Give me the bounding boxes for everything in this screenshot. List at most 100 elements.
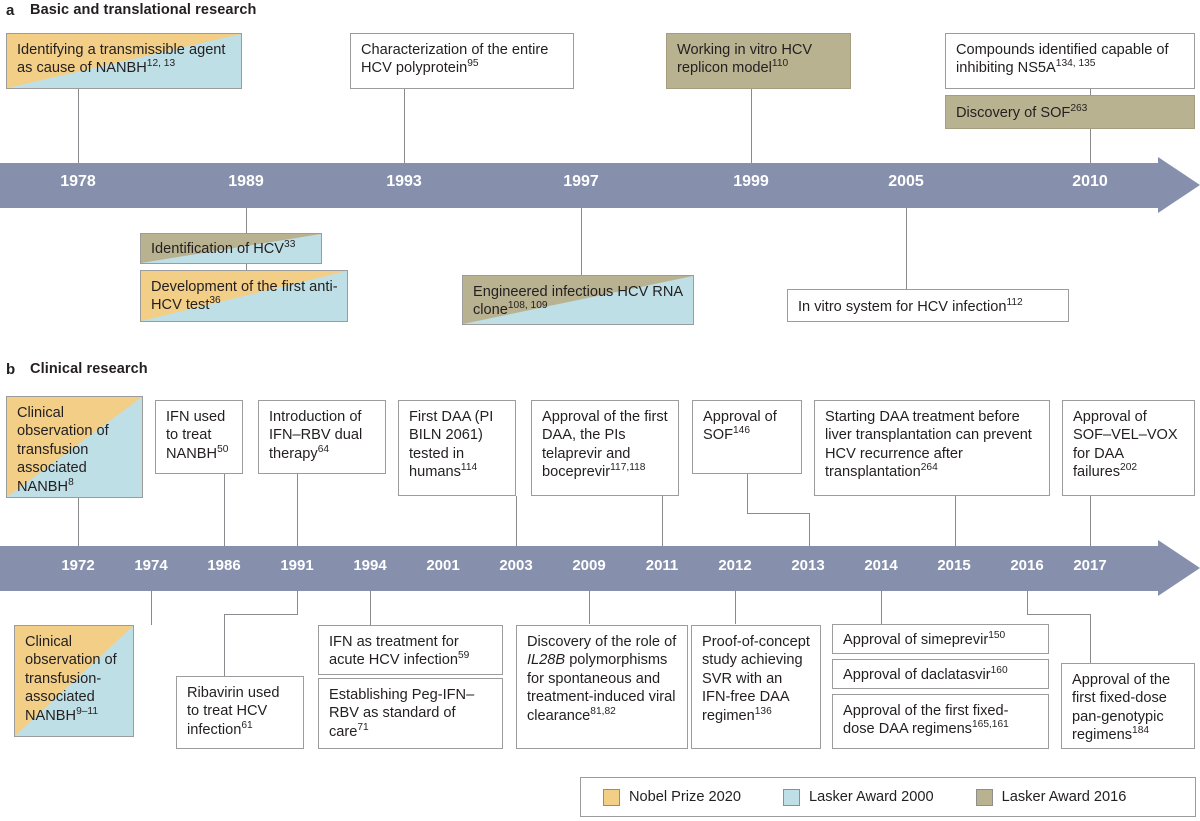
year-label-a-1999[interactable]: 1999 (733, 173, 769, 190)
year-label-b-1972[interactable]: 1972 (61, 557, 95, 574)
event-text: Approval of daclatasvir (843, 667, 991, 683)
legend-label: Lasker Award 2016 (1001, 789, 1127, 805)
event-box-a-above-1[interactable]: Characterization of the entire HCV polyp… (350, 33, 574, 89)
year-label-b-1994[interactable]: 1994 (353, 557, 387, 574)
event-box-b-above-3[interactable]: First DAA (PI BILN 2061) tested in human… (398, 400, 516, 496)
event-refs: 9–11 (76, 705, 98, 717)
year-label-b-2001[interactable]: 2001 (426, 557, 460, 574)
event-text: Approval of simeprevir (843, 632, 989, 648)
year-label-a-1978[interactable]: 1978 (60, 173, 96, 190)
event-box-b-below-8[interactable]: Approval of the first fixed-dose DAA reg… (832, 694, 1049, 749)
event-text: IFN used to treat NANBH (166, 409, 226, 462)
year-label-b-2014[interactable]: 2014 (864, 557, 898, 574)
year-label-b-2016[interactable]: 2016 (1010, 557, 1044, 574)
year-label-b-1974[interactable]: 1974 (134, 557, 168, 574)
year-label-b-1986[interactable]: 1986 (207, 557, 241, 574)
event-text: Discovery of SOF (956, 105, 1071, 121)
event-refs: 146 (733, 425, 750, 437)
event-box-a-below-3[interactable]: In vitro system for HCV infection112 (787, 289, 1069, 322)
legend-swatch-lasker2000-icon (782, 788, 800, 806)
event-text: Introduction of IFN–RBV dual therapy (269, 409, 363, 462)
year-label-b-2009[interactable]: 2009 (572, 557, 606, 574)
event-box-b-below-4[interactable]: Discovery of the role of IL28B polymorph… (516, 625, 688, 749)
year-label-a-1989[interactable]: 1989 (228, 173, 264, 190)
year-label-b-1991[interactable]: 1991 (280, 557, 314, 574)
timeline-arrow-a (1158, 157, 1200, 213)
panel-b-title: Clinical research (30, 361, 148, 377)
year-label-b-2011[interactable]: 2011 (645, 557, 679, 574)
year-label-b-2013[interactable]: 2013 (791, 557, 825, 574)
event-box-b-above-1[interactable]: IFN used to treat NANBH50 (155, 400, 243, 474)
connector-b-2013 (809, 513, 810, 546)
year-label-a-2005[interactable]: 2005 (888, 173, 924, 190)
event-text: Approval of the first fixed-dose pan-gen… (1072, 672, 1171, 744)
event-refs: 184 (1132, 725, 1150, 737)
event-box-b-above-6[interactable]: Starting DAA treatment before liver tran… (814, 400, 1050, 496)
event-refs: 263 (1070, 103, 1088, 115)
event-box-b-below-3[interactable]: Establishing Peg-IFN–RBV as standard of … (318, 678, 503, 749)
event-box-a-below-2[interactable]: Engineered infectious HCV RNA clone108, … (462, 275, 694, 325)
event-text: Identification of HCV (151, 241, 285, 257)
event-box-a-above-4[interactable]: Discovery of SOF263 (945, 95, 1195, 129)
event-refs: 150 (988, 630, 1006, 642)
event-box-a-below-1[interactable]: Development of the first anti-HCV test36 (140, 270, 348, 322)
event-refs: 165,161 (971, 719, 1009, 731)
year-label-b-2015[interactable]: 2015 (937, 557, 971, 574)
event-box-b-below-2[interactable]: IFN as treatment for acute HCV infection… (318, 625, 503, 675)
event-box-b-below-1[interactable]: Ribavirin used to treat HCV infection61 (176, 676, 304, 749)
legend-item-lasker-award-2000[interactable]: Lasker Award 2000 (782, 788, 934, 806)
year-label-b-2012[interactable]: 2012 (718, 557, 752, 574)
legend: Nobel Prize 2020 Lasker Award 2000 Laske… (580, 777, 1196, 817)
connector-a-1999 (751, 89, 752, 163)
legend-item-lasker-award-2016[interactable]: Lasker Award 2016 (975, 788, 1127, 806)
event-box-b-above-2[interactable]: Introduction of IFN–RBV dual therapy64 (258, 400, 386, 474)
event-text: Compounds identified capable of inhibiti… (956, 42, 1169, 77)
event-text: Approval of the first DAA, the PIs telap… (542, 409, 668, 481)
connector-b-1974-down (151, 591, 152, 625)
event-refs: 33 (284, 239, 296, 251)
event-box-a-above-2[interactable]: Working in vitro HCV replicon model110 (666, 33, 851, 89)
connector-b-2012-down (735, 591, 736, 624)
legend-item-nobel-prize-2020[interactable]: Nobel Prize 2020 (603, 788, 741, 806)
legend-swatch-lasker2016-icon (975, 788, 993, 806)
event-text: First DAA (PI BILN 2061) tested in human… (409, 409, 494, 481)
event-box-a-above-3[interactable]: Compounds identified capable of inhibiti… (945, 33, 1195, 89)
event-refs: 134, 135 (1055, 58, 1096, 70)
event-refs: 264 (920, 462, 938, 474)
event-box-b-above-7[interactable]: Approval of SOF–VEL–VOX for DAA failures… (1062, 400, 1195, 496)
year-label-a-2010[interactable]: 2010 (1072, 173, 1108, 190)
event-refs: 8 (68, 476, 74, 488)
event-text: Approval of SOF–VEL–VOX for DAA failures (1073, 409, 1178, 481)
event-box-b-above-0[interactable]: Clinical observation of transfusion asso… (6, 396, 143, 498)
event-box-a-above-0[interactable]: Identifying a transmissible agent as cau… (6, 33, 242, 89)
event-text: Identifying a transmissible agent as cau… (17, 42, 226, 77)
event-box-b-below-0[interactable]: Clinical observation of transfusion-asso… (14, 625, 134, 737)
event-refs: 117,118 (610, 462, 646, 474)
connector-a-1993 (404, 89, 405, 163)
event-box-b-below-7[interactable]: Approval of daclatasvir160 (832, 659, 1049, 689)
event-box-b-below-6[interactable]: Approval of simeprevir150 (832, 624, 1049, 654)
year-label-a-1997[interactable]: 1997 (563, 173, 599, 190)
event-box-b-below-9[interactable]: Approval of the first fixed-dose pan-gen… (1061, 663, 1195, 749)
event-refs: 50 (217, 443, 229, 455)
event-text: Ribavirin used to treat HCV infection (187, 685, 280, 738)
connector-b-1991-down-seg2 (224, 614, 298, 615)
event-box-b-below-5[interactable]: Proof-of-concept study achieving SVR wit… (691, 625, 821, 749)
event-refs: 136 (754, 705, 772, 717)
event-refs: 36 (209, 295, 221, 307)
event-text: Working in vitro HCV replicon model (677, 42, 813, 77)
event-box-b-above-5[interactable]: Approval of SOF146 (692, 400, 802, 474)
connector-b-1991-down-seg1 (297, 591, 298, 614)
event-refs: 108, 109 (507, 300, 548, 312)
event-text: Starting DAA treatment before liver tran… (825, 409, 1032, 481)
event-refs: 95 (467, 58, 479, 70)
event-box-b-above-4[interactable]: Approval of the first DAA, the PIs telap… (531, 400, 679, 496)
year-label-a-1993[interactable]: 1993 (386, 173, 422, 190)
year-label-b-2017[interactable]: 2017 (1073, 557, 1107, 574)
connector-b-2016-down-seg2 (1027, 614, 1091, 615)
event-text: In vitro system for HCV infection (798, 299, 1007, 315)
event-text: Clinical observation of transfusion asso… (17, 405, 109, 495)
event-box-a-below-0[interactable]: Identification of HCV33 (140, 233, 322, 264)
year-label-b-2003[interactable]: 2003 (499, 557, 533, 574)
event-refs: 71 (357, 721, 369, 733)
